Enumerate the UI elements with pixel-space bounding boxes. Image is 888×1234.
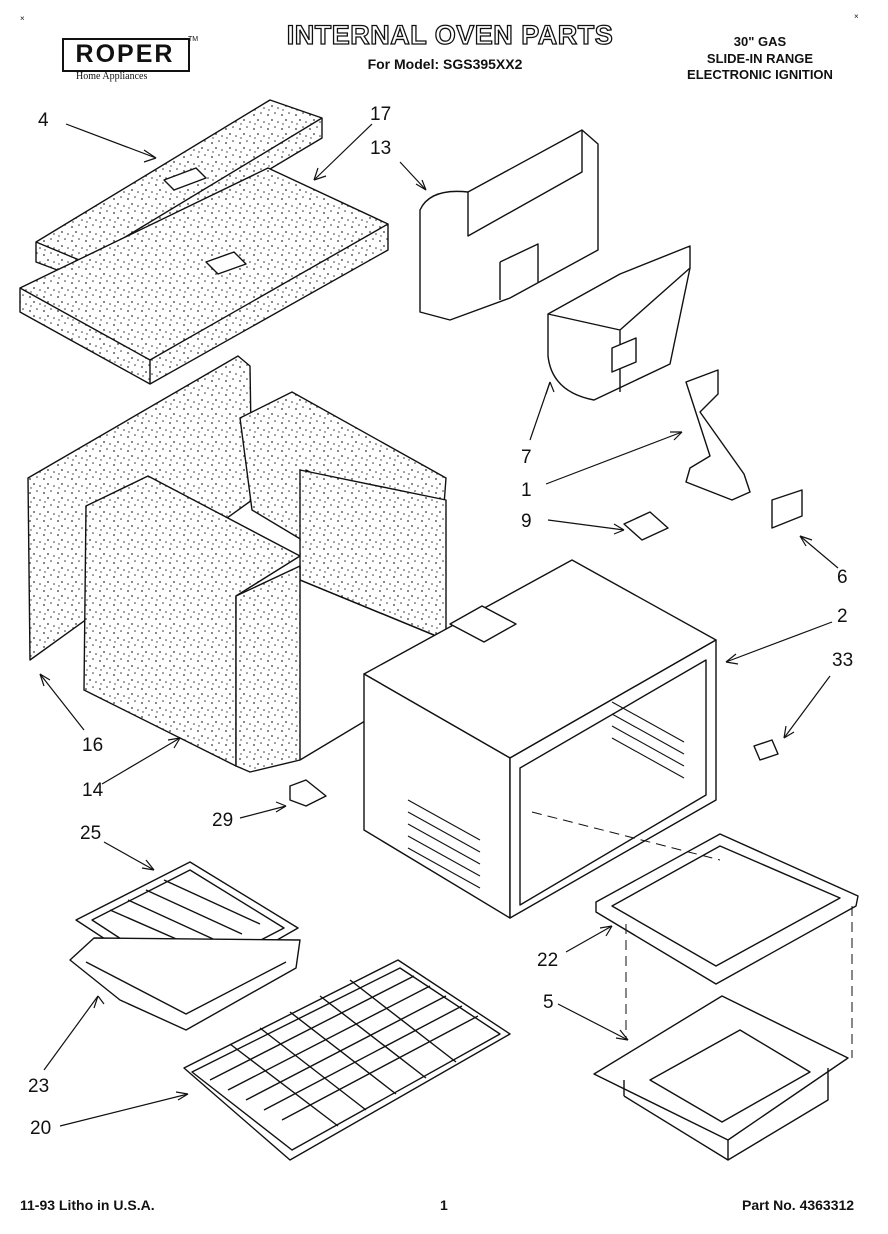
callout-20: 20 [30, 1118, 52, 1139]
bracket [289, 779, 327, 807]
callout-5: 5 [543, 992, 554, 1013]
leader-arrows [39, 123, 839, 1127]
oven-cavity [363, 559, 717, 919]
roper-logo: ROPER TM Home Appliances [56, 28, 199, 86]
callout-29: 29 [212, 810, 234, 831]
callout-13: 13 [370, 138, 392, 159]
callout-22: 22 [537, 950, 559, 971]
callout-33: 33 [832, 650, 854, 671]
top-insulation-small [35, 99, 323, 281]
callout-16: 16 [82, 735, 104, 756]
spec-line-ignition: ELECTRONIC IGNITION [687, 67, 833, 82]
callout-2: 2 [837, 606, 848, 627]
spec-line-type: SLIDE-IN RANGE [706, 51, 814, 66]
logo-wordmark: ROPER [75, 40, 175, 68]
callout-1: 1 [521, 480, 532, 501]
top-insulation-large [19, 167, 389, 385]
oven-wrap-insulation [27, 355, 447, 773]
rear-duct [419, 129, 599, 321]
broiler-pan [69, 937, 301, 1031]
footer-part-number: Part No. 4363312 [742, 1197, 855, 1213]
gasket-plate [771, 489, 803, 529]
igniter-bracket [685, 369, 751, 501]
callout-9: 9 [521, 511, 532, 532]
registration-mark: × [20, 14, 25, 23]
logo-trademark: TM [188, 36, 199, 43]
oven-rack [183, 959, 511, 1161]
grommet [623, 511, 669, 541]
callout-14: 14 [82, 780, 104, 801]
oven-bottom [595, 833, 859, 985]
callout-17: 17 [370, 104, 392, 125]
registration-mark: × [854, 12, 859, 21]
model-line: For Model: SGS395XX2 [367, 56, 523, 72]
callout-4: 4 [38, 110, 49, 131]
logo-subtitle: Home Appliances [76, 71, 148, 82]
burner-box [593, 995, 849, 1161]
footer-print-info: 11-93 Litho in U.S.A. [20, 1197, 155, 1213]
callout-6: 6 [837, 567, 848, 588]
flue-duct [547, 245, 691, 401]
callout-7: 7 [521, 447, 532, 468]
spec-line-size: 30" GAS [733, 34, 787, 49]
assembly-guide-lines [531, 811, 853, 1058]
clip [753, 739, 779, 761]
footer-page-number: 1 [440, 1197, 448, 1213]
callout-23: 23 [28, 1076, 50, 1097]
page-title: INTERNAL OVEN PARTS [286, 19, 614, 50]
logo-frame [62, 38, 190, 72]
callout-25: 25 [80, 823, 102, 844]
